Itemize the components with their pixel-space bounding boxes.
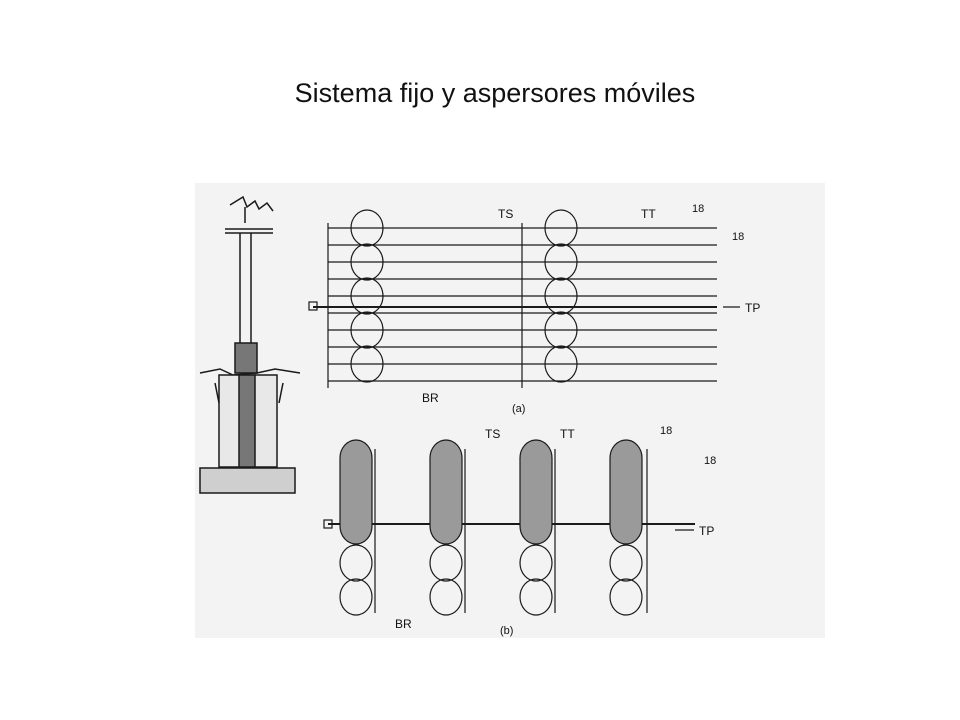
sprinkler-riser-illustration: [199, 195, 301, 494]
label-tt-b: TT: [560, 427, 575, 441]
label-tp-a: TP: [745, 301, 760, 315]
label-br-b: BR: [395, 617, 412, 631]
label-ts-b: TS: [485, 427, 500, 441]
label-tt-a: TT: [641, 207, 656, 221]
label-spacing-v-b: 18: [704, 455, 716, 467]
label-ts-a: TS: [498, 207, 513, 221]
label-tp-b: TP: [699, 524, 714, 538]
label-spacing-v-a: 18: [732, 231, 744, 243]
caption-a: (a): [512, 403, 525, 415]
label-spacing-h-a: 18: [692, 203, 704, 215]
label-br-a: BR: [422, 391, 439, 405]
label-spacing-h-b: 18: [660, 425, 672, 437]
layout-diagram-a: [308, 209, 740, 388]
irrigation-figure: TS TT 18 18 TP BR (a) TS TT 18 18 TP BR …: [195, 183, 825, 638]
caption-b: (b): [500, 625, 513, 637]
layout-diagram-b: [323, 439, 695, 616]
slide-title: Sistema fijo y aspersores móviles: [294, 78, 696, 108]
